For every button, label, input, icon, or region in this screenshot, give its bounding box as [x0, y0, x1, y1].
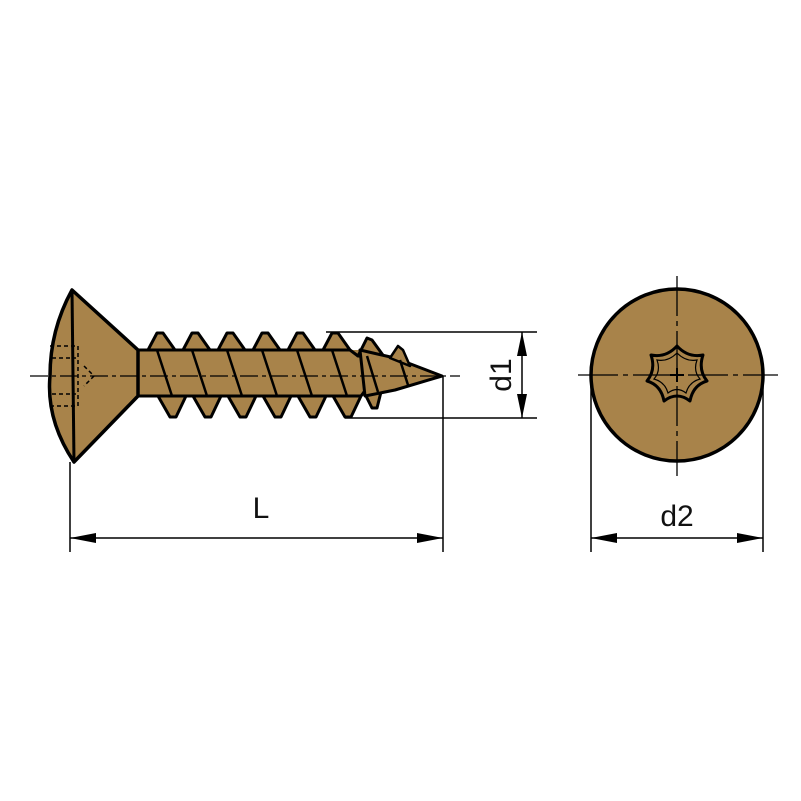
dimension-thread-diameter — [326, 331, 537, 419]
screw-end-view — [578, 276, 778, 476]
thread-helix-lines — [155, 349, 410, 397]
center-mark — [670, 368, 684, 382]
screw-shank — [125, 350, 365, 396]
head-diameter-label: d2 — [660, 500, 693, 533]
dimension-length — [69, 376, 444, 552]
tip-thread — [388, 344, 412, 368]
length-label: L — [253, 492, 270, 525]
screw-tip — [358, 348, 444, 398]
thread-diameter-label: d1 — [485, 358, 518, 391]
screw-side-view — [30, 288, 460, 464]
dimension-head-diameter — [590, 375, 764, 552]
